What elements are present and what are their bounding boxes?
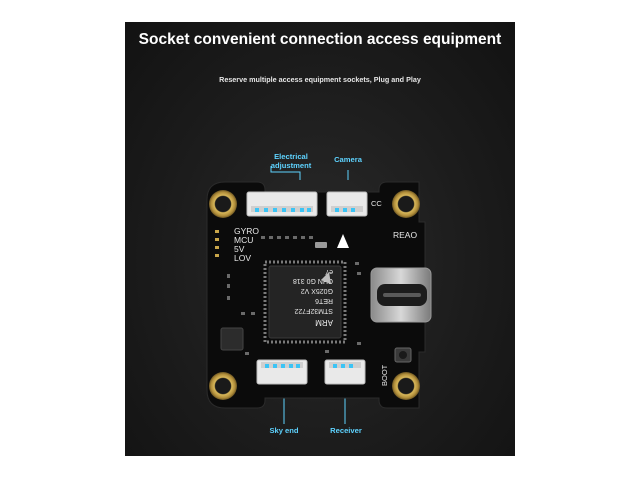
esc-connector	[246, 191, 318, 217]
silk-mcu: MCU	[234, 235, 253, 245]
mount-pad-top-right	[392, 190, 420, 218]
sky-end-connector	[256, 359, 308, 385]
mount-pad-top-left	[209, 190, 237, 218]
callout-esc: Electrical adjustment	[270, 152, 312, 170]
silk-boot: BOOT	[380, 364, 389, 386]
chip-line-3: G025X V2	[301, 287, 333, 294]
mount-pad-bottom-right	[392, 372, 420, 400]
camera-connector	[326, 191, 368, 217]
product-image-panel: Socket convenient connection access equi…	[125, 22, 515, 456]
chip-line-2: RET6	[315, 297, 333, 304]
direction-arrow-icon	[337, 234, 349, 248]
status-leds	[215, 230, 219, 257]
callout-receiver: Receiver	[330, 426, 362, 435]
callout-sky-end: Sky end	[269, 426, 299, 435]
callout-camera: Camera	[334, 155, 362, 164]
crystal-oscillator	[315, 242, 327, 248]
smd-components	[227, 236, 361, 355]
headline: Socket convenient connection access equi…	[138, 31, 502, 48]
chip-line-4: CHN G0 318	[293, 277, 333, 284]
flight-controller-board-illustration: ARM STM32F722 RET6 G025X V2 CHN G0 318 e…	[206, 166, 432, 424]
gyro-chip	[220, 327, 244, 351]
silk-gyro: GYRO	[234, 226, 259, 236]
st-logo-icon	[321, 272, 331, 284]
silk-cc: CC	[371, 199, 382, 208]
chip-brand-text: ARM	[315, 318, 333, 327]
silk-lov: LOV	[234, 253, 251, 263]
boot-button-cap	[399, 351, 407, 359]
mcu-chip: ARM STM32F722 RET6 G025X V2 CHN G0 318 e…	[263, 260, 347, 344]
receiver-connector	[324, 359, 366, 385]
usb-c-port	[370, 267, 432, 323]
chip-line-5: e7	[325, 268, 333, 275]
silk-5v: 5V	[234, 244, 245, 254]
esc-callout-line	[270, 166, 301, 180]
chip-line-1: STM32F722	[294, 307, 333, 314]
mount-pad-bottom-left	[209, 372, 237, 400]
silk-reao: REAO	[393, 230, 417, 240]
subheadline: Reserve multiple access equipment socket…	[219, 75, 421, 84]
